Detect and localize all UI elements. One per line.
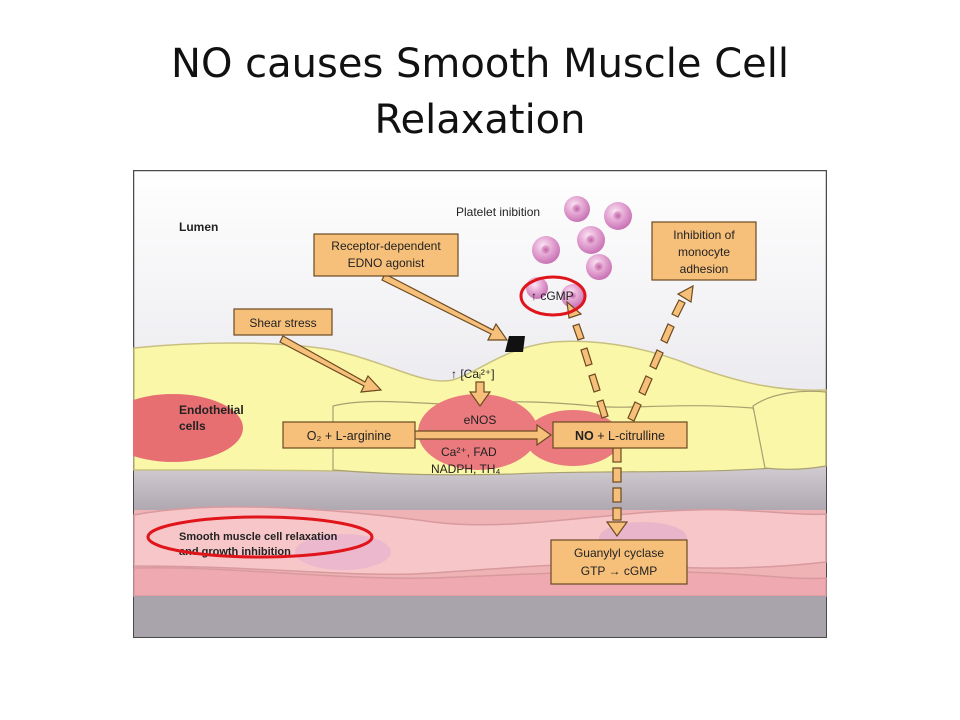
box-arginine-label: O₂ + L-arginine	[307, 429, 391, 443]
box-monocyte-line-2: monocyte	[678, 245, 730, 259]
arrow-arginine-no	[412, 423, 553, 447]
endothelial-nucleus-left	[133, 394, 243, 462]
box-shear-label: Shear stress	[249, 316, 316, 330]
box-guanylyl-line-2: GTP → cGMP	[581, 564, 657, 578]
no-pathway-diagram: Receptor-dependent EDNO agonist Shear st…	[133, 170, 827, 638]
box-no-rest: + L-citrulline	[594, 429, 665, 443]
box-monocyte: Inhibition of monocyte adhesion	[651, 221, 757, 281]
arrow-calcium-enos	[468, 381, 492, 408]
box-shear: Shear stress	[233, 308, 333, 336]
adventitia-band	[134, 596, 826, 637]
box-no-citrulline: NO + L-citrulline	[552, 421, 688, 449]
box-guanylyl-line-1: Guanylyl cyclase	[574, 546, 664, 560]
label-enos: eNOS	[464, 413, 497, 427]
box-monocyte-line-3: adhesion	[680, 262, 729, 276]
label-lumen: Lumen	[179, 220, 218, 234]
receptor-block	[505, 336, 525, 352]
box-arginine: O₂ + L-arginine	[282, 421, 416, 449]
box-monocyte-line-1: Inhibition of	[673, 228, 735, 242]
arrow-no-guanylyl	[605, 447, 629, 538]
label-cgmp-up: ↑ cGMP	[531, 289, 574, 303]
solid-arrows	[279, 273, 553, 447]
highlight-smooth-muscle	[146, 515, 374, 559]
svg-text:NO + L-citrulline: NO + L-citrulline	[575, 429, 665, 443]
slide-title-line-1: NO causes Smooth Muscle Cell	[171, 41, 789, 87]
label-smooth-muscle-line-1: Smooth muscle cell relaxation	[179, 531, 338, 543]
highlight-cgmp	[519, 275, 587, 317]
box-guanylyl: Guanylyl cyclase GTP → cGMP	[550, 539, 688, 585]
label-cofactors-2: NADPH, TH₄	[431, 462, 500, 476]
box-receptor-line-1: Receptor-dependent	[331, 239, 441, 253]
arrow-receptor	[381, 273, 509, 341]
label-platelet: Platelet inibition	[456, 205, 540, 219]
label-calcium: ↑ [Caᵢ²⁺]	[451, 367, 495, 381]
box-receptor: Receptor-dependent EDNO agonist	[313, 233, 459, 277]
arrow-shear	[279, 335, 383, 393]
label-endothelial-line-2: cells	[179, 419, 206, 433]
slide-title-line-2: Relaxation	[374, 97, 586, 143]
arrow-no-monocyte	[627, 284, 694, 422]
label-cofactors-1: Ca²⁺, FAD	[441, 445, 497, 459]
label-endothelial-line-1: Endothelial	[179, 403, 244, 417]
slide-title: NO causes Smooth Muscle Cell Relaxation	[80, 36, 880, 148]
platelets	[526, 196, 632, 308]
box-no-bold: NO	[575, 429, 594, 443]
box-receptor-line-2: EDNO agonist	[348, 256, 425, 270]
